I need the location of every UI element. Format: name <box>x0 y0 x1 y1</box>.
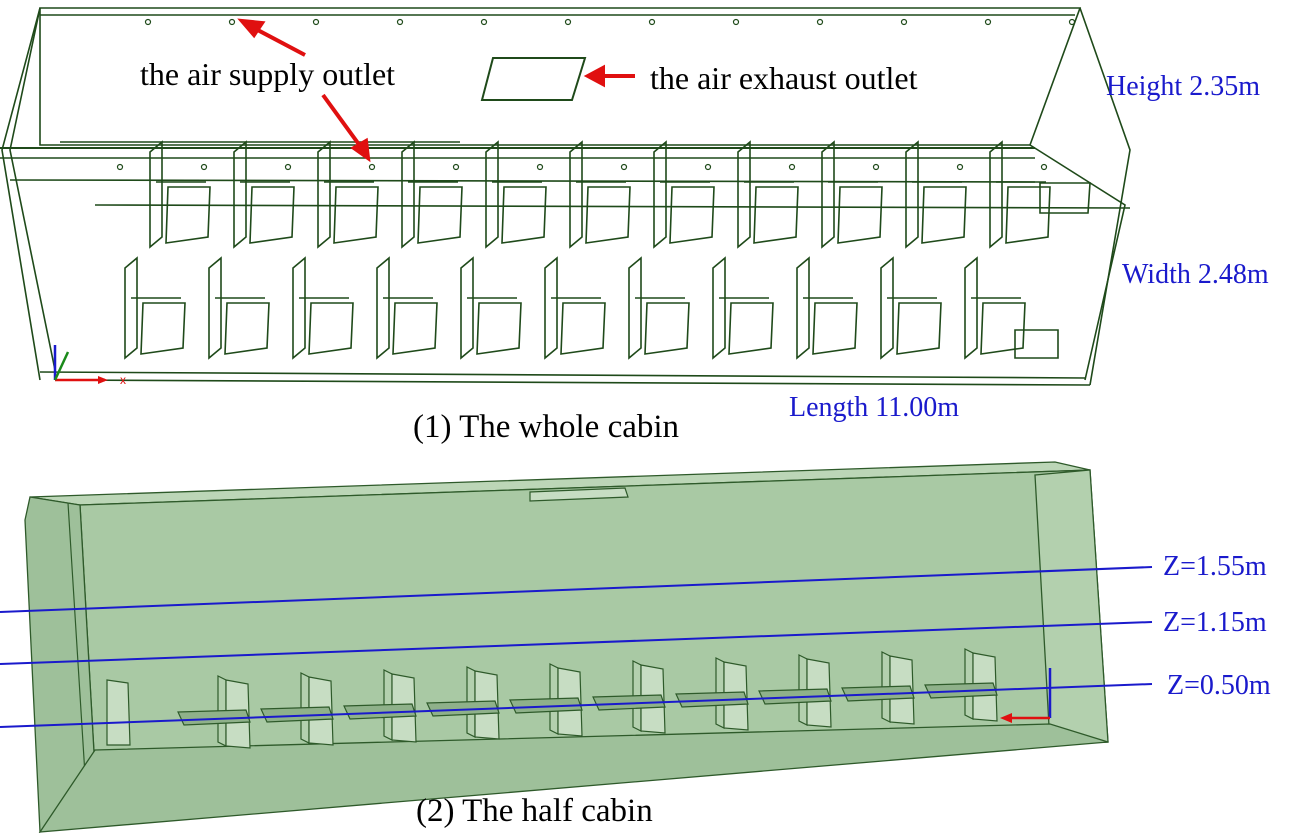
supply-outlet-mark <box>956 163 964 171</box>
luggage-rail-4 <box>94 204 1131 209</box>
seat-wireframe <box>905 140 967 249</box>
seat-solid <box>177 675 251 749</box>
half-exhaust-bump <box>529 487 629 502</box>
cabin-left-end-inner <box>9 7 56 371</box>
seat-wireframe <box>208 256 270 360</box>
cabin-right-end <box>1079 7 1131 386</box>
seat-end-left <box>106 679 131 746</box>
end-box-low <box>1014 329 1059 359</box>
plane-line-1 <box>0 566 1153 613</box>
seat-wireframe <box>821 140 883 249</box>
seat-wireframe <box>880 256 942 360</box>
seat-wireframe <box>737 140 799 249</box>
supply-outlet-mark <box>116 163 124 171</box>
axis-x-head <box>98 376 108 384</box>
seat-solid <box>675 657 749 731</box>
axis-bottom-x-head <box>1000 713 1012 723</box>
seat-wireframe <box>460 256 522 360</box>
seat-wireframe <box>544 256 606 360</box>
seat-wireframe <box>376 256 438 360</box>
axis-triad-top <box>53 345 108 384</box>
cabin-floor-edge-2 <box>39 371 1086 379</box>
supply-outlet-mark <box>564 18 572 26</box>
cabin-right-end-inner <box>1029 144 1126 381</box>
seat-wireframe <box>317 140 379 249</box>
supply-outlet-mark <box>368 163 376 171</box>
supply-outlet-mark <box>480 18 488 26</box>
plane-label-3: Z=0.50m <box>1167 670 1271 701</box>
supply-outlet-mark <box>648 18 656 26</box>
supply-outlet-mark <box>1068 18 1076 26</box>
half-cabin-model <box>24 461 1109 834</box>
seat-wireframe <box>233 140 295 249</box>
seat-solid <box>343 669 417 743</box>
arrow-supply-1-head <box>237 18 266 39</box>
seat-wireframe <box>569 140 631 249</box>
seat-wireframe <box>989 140 1051 249</box>
plane-line-3 <box>0 683 1153 728</box>
supply-outlet-mark <box>396 18 404 26</box>
plane-label-1: Z=1.55m <box>1163 551 1267 582</box>
caption-half-cabin: (2) The half cabin <box>416 793 653 829</box>
supply-outlet-mark <box>312 18 320 26</box>
arrow-supply-2 <box>321 93 365 152</box>
seat-wireframe <box>149 140 211 249</box>
supply-outlet-label: the air supply outlet <box>140 56 396 92</box>
supply-outlet-mark <box>1040 163 1048 171</box>
length-label: Length 11.00m <box>789 392 960 423</box>
plane-line-2 <box>0 621 1153 665</box>
arrow-supply-1 <box>251 25 306 57</box>
arrow-supply-2-head <box>350 137 371 163</box>
exhaust-outlet-label: the air exhaust outlet <box>650 60 918 96</box>
plane-label-2: Z=1.15m <box>1163 607 1267 638</box>
supply-outlet-mark <box>536 163 544 171</box>
supply-outlet-mark <box>620 163 628 171</box>
supply-outlet-mark <box>984 18 992 26</box>
supply-outlet-mark <box>732 18 740 26</box>
supply-outlet-mark <box>452 163 460 171</box>
seat-wireframe <box>401 140 463 249</box>
z-plane-lines <box>0 566 1153 728</box>
cabin-floor-edge <box>54 379 1091 386</box>
seat-wireframe <box>292 256 354 360</box>
axis-triad-bottom <box>1000 668 1052 723</box>
supply-outlet-mark <box>788 163 796 171</box>
seat-wireframe <box>485 140 547 249</box>
supply-outlet-mark <box>900 18 908 26</box>
air-supply-outlets <box>116 18 1076 171</box>
supply-outlet-mark <box>704 163 712 171</box>
seat-solid <box>426 666 500 740</box>
seat-wireframe <box>796 256 858 360</box>
supply-outlet-mark <box>144 18 152 26</box>
seat-solid <box>509 663 583 737</box>
supply-outlet-mark <box>200 163 208 171</box>
seat-wireframe <box>124 256 186 360</box>
width-label: Width 2.48m <box>1122 259 1269 290</box>
seat-wireframe <box>964 256 1026 360</box>
seat-wireframe <box>628 256 690 360</box>
supply-outlet-mark <box>284 163 292 171</box>
arrow-exhaust-head <box>583 64 605 88</box>
axis-y-line <box>53 351 70 381</box>
seat-solid <box>592 660 666 734</box>
seat-wireframe <box>712 256 774 360</box>
supply-outlet-mark <box>872 163 880 171</box>
end-box <box>1039 182 1091 214</box>
seat-solid <box>841 651 915 725</box>
seat-solid <box>260 672 334 746</box>
height-label: Height 2.35m <box>1106 71 1260 102</box>
seat-wireframe <box>653 140 715 249</box>
half-left-inner-edge <box>67 502 86 776</box>
cabin-left-end <box>1 7 41 381</box>
supply-outlet-mark <box>816 18 824 26</box>
exhaust-outlet-shape <box>480 57 587 101</box>
caption-whole-cabin: (1) The whole cabin <box>413 409 680 445</box>
annotation-arrows <box>237 18 635 163</box>
supply-outlet-mark <box>228 18 236 26</box>
axis-x-label: x <box>120 373 126 387</box>
half-floor <box>38 723 1109 833</box>
whole-cabin-wireframe <box>0 7 1131 386</box>
